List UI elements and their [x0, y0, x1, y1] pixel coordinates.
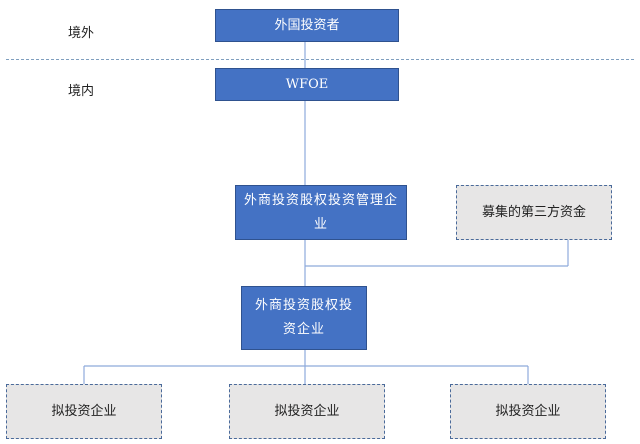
region-label-inside: 境内: [68, 84, 95, 99]
target-enterprise-label-1: 拟投资企业: [51, 403, 117, 419]
target-enterprise-label-2: 拟投资企业: [274, 403, 340, 419]
management-firm-label: 外商投资股权投资管理企业: [244, 192, 399, 232]
region-label-outside: 境外: [68, 26, 95, 41]
equity-enterprise-label: 外商投资股权投资企业: [254, 298, 353, 337]
target-enterprise-box-3: 拟投资企业: [450, 384, 606, 439]
management-firm-box: 外商投资股权投资管理企业: [235, 185, 407, 240]
target-enterprise-box-1: 拟投资企业: [6, 384, 162, 439]
target-enterprise-label-3: 拟投资企业: [495, 403, 561, 419]
target-enterprise-box-2: 拟投资企业: [229, 384, 385, 439]
wfoe-label: WFOE: [285, 76, 329, 92]
border-divider: [6, 59, 634, 60]
third-party-funds-box: 募集的第三方资金: [456, 185, 612, 240]
third-party-funds-label: 募集的第三方资金: [481, 204, 586, 220]
foreign-investor-box: 外国投资者: [215, 9, 399, 42]
equity-enterprise-box: 外商投资股权投资企业: [241, 286, 367, 350]
foreign-investor-label: 外国投资者: [274, 17, 340, 33]
wfoe-box: WFOE: [215, 68, 399, 101]
